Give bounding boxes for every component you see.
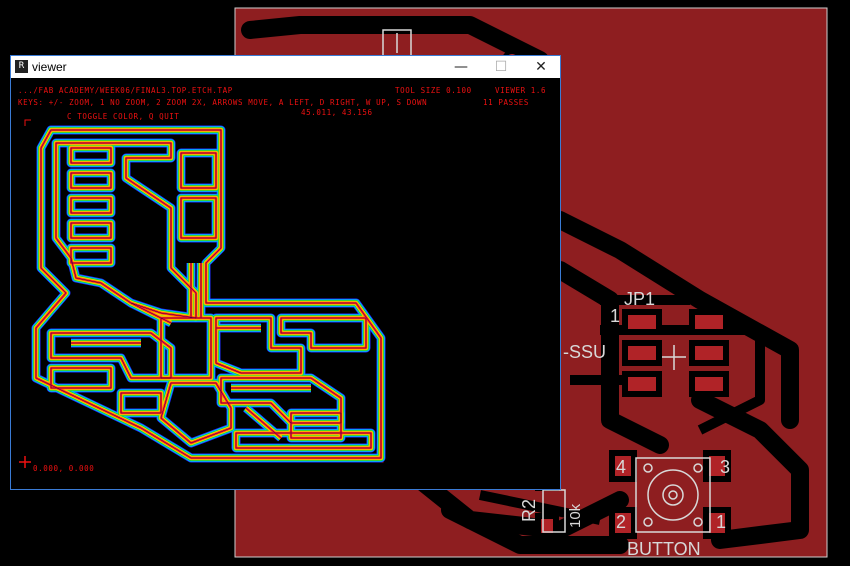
cursor-coords: 45.011, 43.156 [301,108,373,117]
isolation-paths [241,16,809,554]
label-pin-1: 1 [610,306,621,326]
label-pin-4: 4 [616,457,627,477]
viewer-window[interactable]: R viewer — ☐ ✕ [10,55,561,490]
minimize-button[interactable]: — [441,56,481,78]
origin-coords: 0.000, 0.000 [33,464,95,473]
title-bar[interactable]: R viewer — ☐ ✕ [11,56,560,78]
close-icon: ✕ [535,59,547,75]
label-ssu: -SSU [563,342,607,362]
pass-count: 11 passes [483,98,530,107]
maximize-icon: ☐ [494,59,508,75]
label-button: BUTTON [627,539,701,559]
viewer-version: Viewer 1.6 [495,86,547,95]
label-jp1: JP1 [624,289,656,309]
keys-help: Keys: +/- zoom, 1 no zoom, 2 zoom 2x, ar… [18,98,428,107]
isolation-paths-thin [478,295,765,525]
window-title: viewer [32,60,67,74]
tool-size: tool size 0.100 [395,86,472,95]
close-button[interactable]: ✕ [521,56,561,78]
silkscreen [382,29,711,533]
file-path: .../Fab Academy/Week06/Final3.top.etch.t… [18,86,233,95]
label-r2: R2 [519,498,539,522]
origin-marker [19,456,31,468]
minimize-icon: — [454,59,468,75]
toggle-help: c toggle color, q quit [67,112,180,121]
toolpath-center [35,129,382,459]
toolpath-canvas[interactable] [11,78,560,489]
label-pin-1b: 1 [716,512,727,532]
label-pin-3: 3 [720,457,731,477]
toolpath-layers [31,125,386,463]
app-icon: R [15,60,28,73]
maximize-button[interactable]: ☐ [481,56,521,78]
label-resistor-value: 10k [567,503,584,528]
label-pin-2: 2 [616,512,627,532]
